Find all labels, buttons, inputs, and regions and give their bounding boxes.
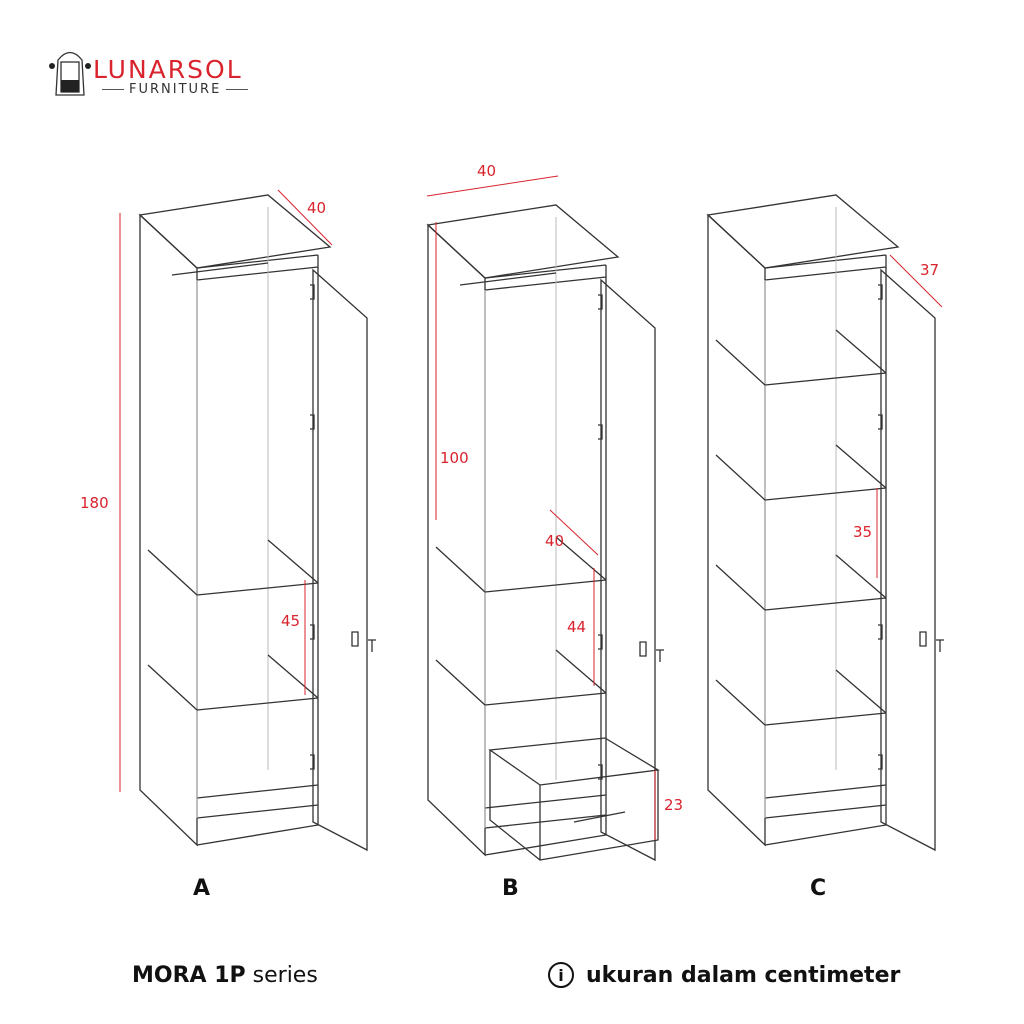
cabinet-c-hinge-icon — [878, 624, 883, 640]
cabinet-a-door — [312, 268, 368, 852]
unit-note-text: ukuran dalam centimeter — [586, 962, 901, 988]
dim-line-c-depth — [889, 254, 943, 308]
cabinet-b-hinge-icon — [598, 764, 603, 780]
cabinet-b-hinge-icon — [598, 634, 603, 650]
cabinet-c-shelf — [715, 554, 887, 611]
logo-wardrobe-icon — [49, 51, 91, 96]
cabinet-b-shelf — [435, 536, 607, 593]
cabinet-b-frame — [484, 264, 607, 856]
cabinet-c-shelf — [715, 669, 887, 726]
cabinet-b-inner — [484, 217, 557, 828]
cabinet-c-door — [880, 268, 936, 852]
cabinet-c-lock-icon — [919, 631, 944, 652]
cabinet-c-hinge-icon — [878, 284, 883, 300]
brand-subtitle: FURNITURE — [97, 82, 253, 97]
series-title: MORA 1P series — [132, 963, 318, 988]
cabinet-a-side-panel — [139, 213, 198, 847]
cabinet-a-hinge-icon — [310, 414, 315, 430]
cabinet-c-side-panel — [707, 213, 766, 847]
series-word: series — [252, 963, 318, 988]
cabinet-b-hinge-icon — [598, 424, 603, 440]
cabinet-c-inner — [764, 207, 837, 818]
cabinet-a-shelf — [147, 539, 319, 596]
dim-b-hanging: 100 — [440, 449, 469, 467]
cabinet-a-lock-icon — [351, 631, 376, 652]
cabinet-label-a: A — [193, 876, 210, 901]
cabinet-c-hinge-icon — [878, 414, 883, 430]
dim-c-shelf: 35 — [853, 523, 872, 541]
dim-b-depth: 40 — [545, 532, 564, 550]
dim-a-depth: 40 — [307, 199, 326, 217]
cabinet-b-drawer — [488, 737, 660, 861]
dim-b-drawer: 23 — [664, 796, 683, 814]
dim-b-width: 40 — [477, 162, 496, 180]
dim-b-shelf: 44 — [567, 618, 586, 636]
cabinet-a-shelf — [147, 654, 319, 711]
cabinet-label-b: B — [502, 876, 519, 901]
cabinet-b-hanging-rail — [459, 272, 557, 286]
cabinet-b-side-panel — [427, 223, 486, 857]
cabinet-a-hinge-icon — [310, 754, 315, 770]
cabinet-c-shelf — [715, 444, 887, 501]
dim-c-depth: 37 — [920, 261, 939, 279]
brand-name: LUNARSOL — [93, 55, 243, 84]
dim-a-shelf: 45 — [281, 612, 300, 630]
cabinet-a-frame — [196, 254, 319, 846]
cabinet-a-hinge-icon — [310, 284, 315, 300]
dim-line-b-depth — [549, 509, 599, 556]
info-icon: i — [548, 962, 574, 988]
cabinet-b-door — [600, 278, 656, 862]
cabinet-c-hinge-icon — [878, 754, 883, 770]
series-name: MORA 1P — [132, 963, 246, 988]
cabinet-c-frame — [764, 254, 887, 846]
cabinet-c-shelf — [715, 329, 887, 386]
cabinet-b-lock-icon — [639, 641, 664, 662]
dim-a-height: 180 — [80, 494, 109, 512]
dim-line-b-width — [426, 175, 559, 197]
cabinet-a-hinge-icon — [310, 624, 315, 640]
cabinet-b-hinge-icon — [598, 294, 603, 310]
cabinet-a-hanging-rail — [171, 262, 269, 276]
cabinet-b-shelf — [435, 649, 607, 706]
cabinet-label-c: C — [810, 876, 826, 901]
cabinet-a-inner — [196, 207, 269, 818]
unit-note: i ukuran dalam centimeter — [548, 962, 900, 988]
dim-line-a-depth — [277, 189, 333, 246]
